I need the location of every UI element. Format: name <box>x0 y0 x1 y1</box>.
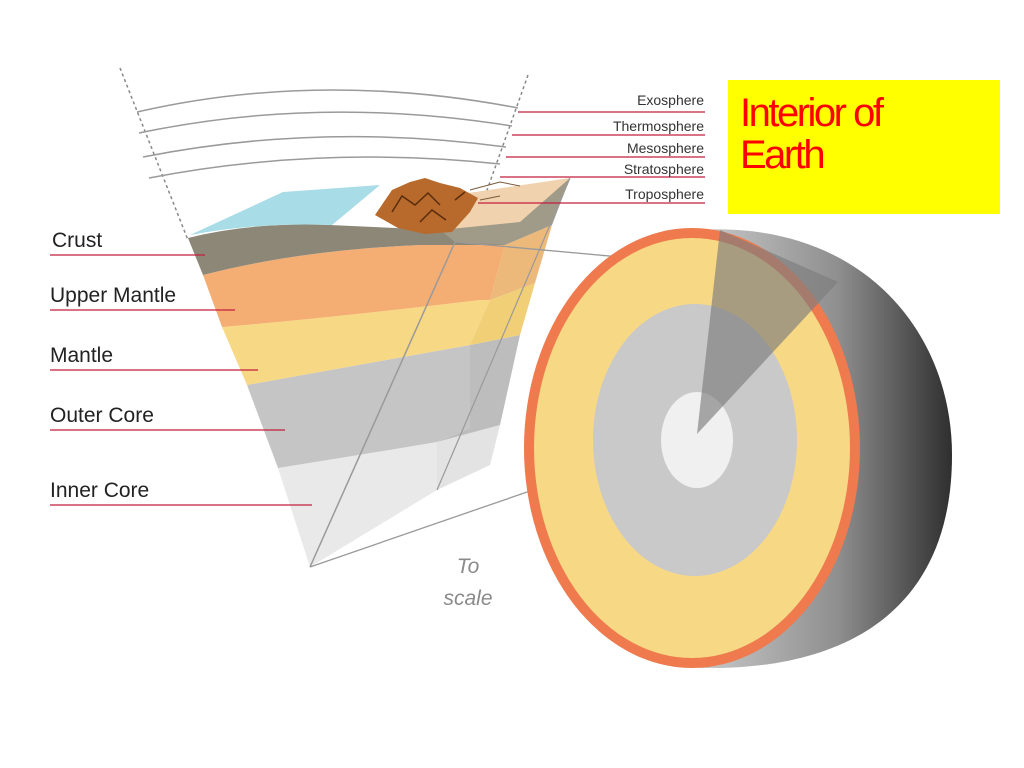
layer-label-outer-core: Outer Core <box>50 404 154 427</box>
atmosphere-arcs <box>119 67 529 241</box>
scale-note-line1: To <box>457 555 480 578</box>
layer-label-upper-mantle: Upper Mantle <box>50 284 176 307</box>
scale-note-line2: scale <box>443 587 492 610</box>
wedge-front-face <box>188 185 520 567</box>
crust-front <box>188 222 520 275</box>
atmo-label-exosphere: Exosphere <box>637 92 704 108</box>
atmo-label-mesosphere: Mesosphere <box>627 140 704 156</box>
wedge-side-face <box>309 177 571 568</box>
mountain-range <box>375 178 521 234</box>
atmo-label-thermosphere: Thermosphere <box>613 118 704 134</box>
atmosphere-leader-lines <box>478 111 705 204</box>
title-banner: Interior of Earth <box>728 80 1000 214</box>
sphere-wedge-cutout <box>697 230 838 434</box>
atmo-label-stratosphere: Stratosphere <box>624 161 704 177</box>
layer-leader-lines <box>50 254 312 506</box>
outer-core-front <box>247 345 470 468</box>
atmosphere-labels: Exosphere Thermosphere Mesosphere Strato… <box>613 92 704 202</box>
inner-core-front <box>278 442 437 567</box>
upper-mantle-front <box>203 245 505 327</box>
mantle-front <box>222 300 490 385</box>
scale-note: To scale <box>443 555 492 610</box>
layer-label-mantle: Mantle <box>50 344 113 367</box>
atmo-label-troposphere: Troposphere <box>625 186 704 202</box>
layer-label-inner-core: Inner Core <box>50 479 149 502</box>
earth-sphere <box>524 228 952 668</box>
layer-labels: Crust Upper Mantle Mantle Outer Core Inn… <box>50 229 176 502</box>
ocean-surface <box>190 185 380 235</box>
sphere-inner-core <box>661 392 733 488</box>
layer-label-crust: Crust <box>52 229 102 252</box>
